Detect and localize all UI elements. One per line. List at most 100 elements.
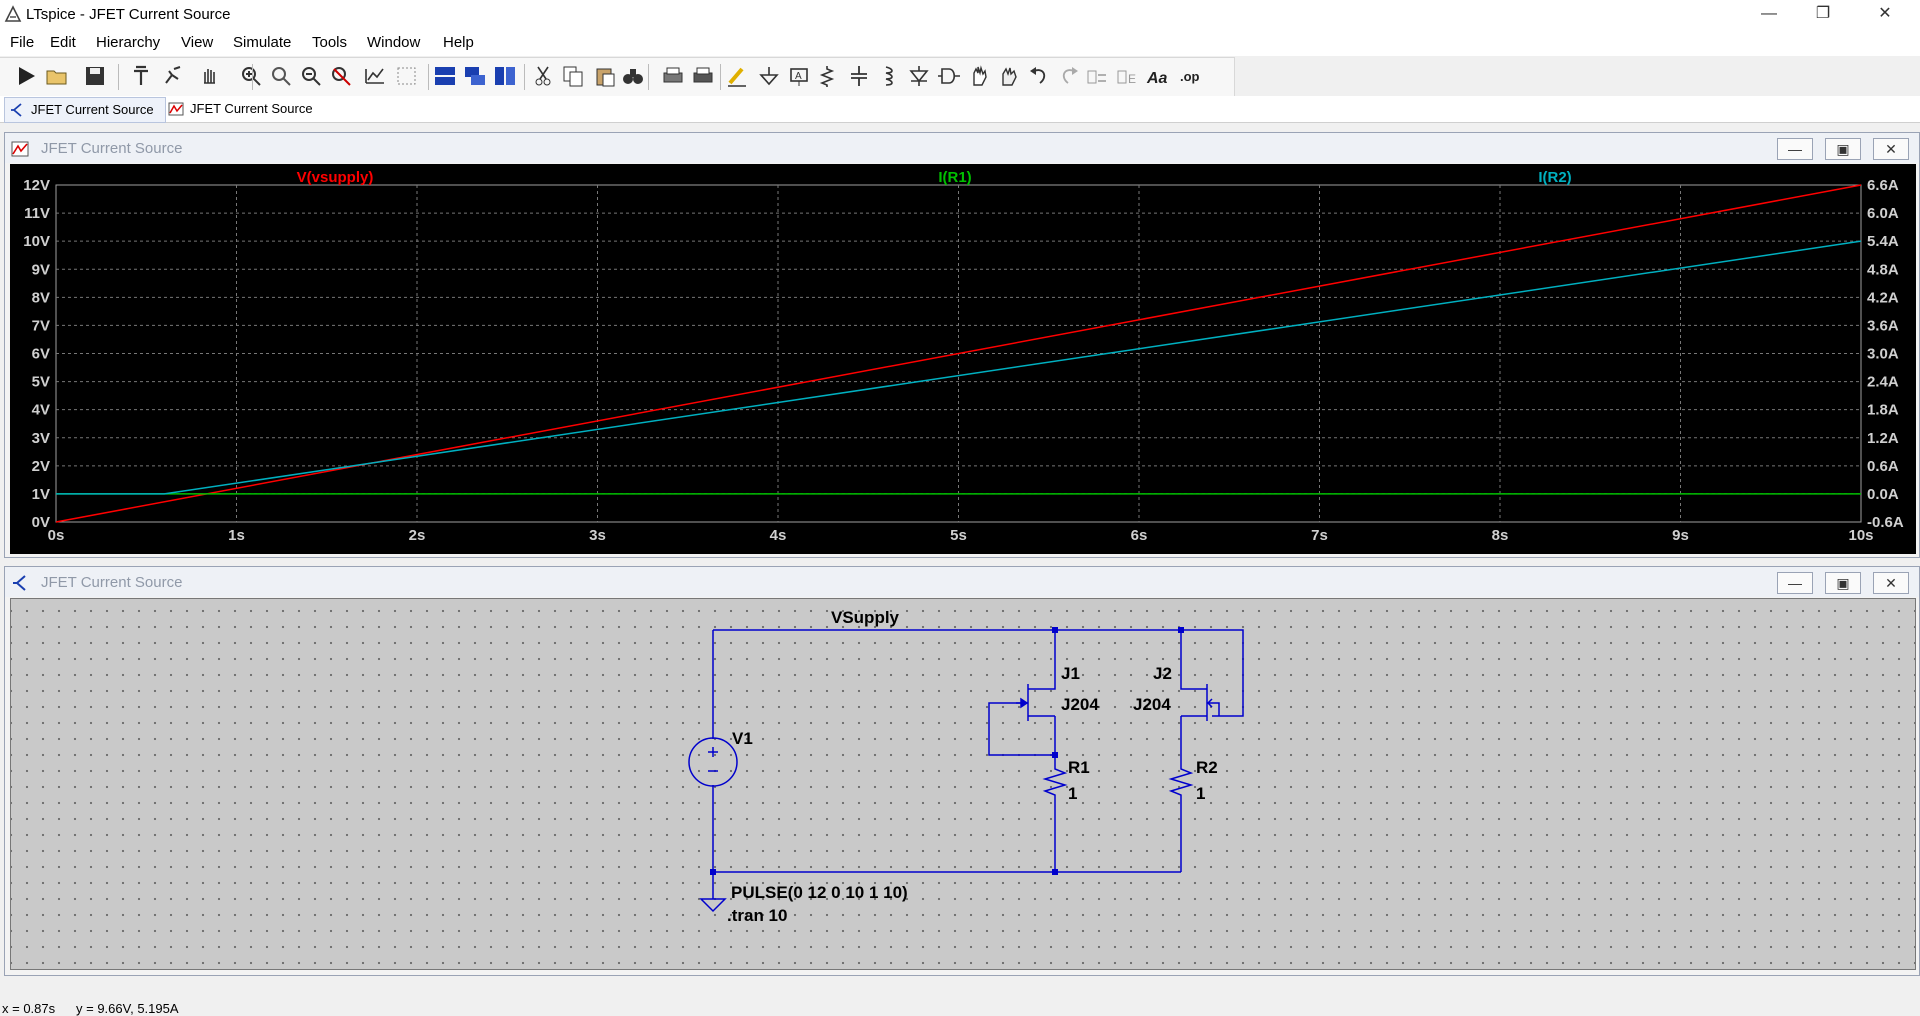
j2-model-label[interactable]: J204 xyxy=(1133,695,1171,714)
autorange-button[interactable] xyxy=(362,63,388,89)
find-button[interactable] xyxy=(620,63,646,89)
menu-simulate[interactable]: Simulate xyxy=(233,34,292,51)
tile-horizontal-button[interactable] xyxy=(432,63,458,89)
plot-minimize-button[interactable]: — xyxy=(1777,138,1813,160)
pan-button[interactable] xyxy=(196,63,222,89)
voltage-source-v1[interactable] xyxy=(688,737,738,787)
resistor-r2[interactable] xyxy=(1168,759,1194,799)
print-button[interactable] xyxy=(660,63,686,89)
spice-directive-button[interactable]: .op xyxy=(1178,63,1204,89)
j1-name-label[interactable]: J1 xyxy=(1061,664,1080,683)
close-button[interactable]: ✕ xyxy=(1878,5,1892,22)
text-button[interactable]: Aa xyxy=(1144,63,1170,89)
legend-i-r2-[interactable]: I(R2) xyxy=(1538,169,1571,186)
svg-text:A: A xyxy=(795,71,802,82)
menu-file[interactable]: File xyxy=(10,34,35,51)
tran-directive[interactable]: .tran 10 xyxy=(727,906,787,925)
r2-value-label[interactable]: 1 xyxy=(1196,784,1205,803)
r1-name-label[interactable]: R1 xyxy=(1068,758,1090,777)
paste-button[interactable] xyxy=(592,63,618,89)
window-title: LTspice - JFET Current Source xyxy=(26,6,231,23)
j2-name-label[interactable]: J2 xyxy=(1153,664,1172,683)
ground-button[interactable] xyxy=(756,63,782,89)
schematic-minimize-button[interactable]: — xyxy=(1777,572,1813,594)
grid-button[interactable] xyxy=(394,63,420,89)
schematic-canvas[interactable]: VSupply V1 J1 J204 J2 J204 R1 1 R2 1 PUL… xyxy=(10,598,1916,970)
y-left-tick-label: 1V xyxy=(32,486,50,503)
v1-value-label[interactable]: PULSE(0 12 0 10 1 10) xyxy=(731,883,908,902)
zoom-out-button[interactable] xyxy=(298,63,324,89)
legend-i-r1-[interactable]: I(R1) xyxy=(938,169,971,186)
zoom-full-button[interactable] xyxy=(268,63,294,89)
inductor-button[interactable] xyxy=(876,63,902,89)
component-button[interactable] xyxy=(936,63,962,89)
zoom-in-button[interactable] xyxy=(238,63,264,89)
minimize-button[interactable]: — xyxy=(1761,5,1777,22)
ground-symbol[interactable] xyxy=(699,898,727,913)
plot-close-button[interactable]: ✕ xyxy=(1873,138,1909,160)
grid-icon xyxy=(397,67,416,85)
svg-text:Aa: Aa xyxy=(1146,70,1168,87)
save-button[interactable] xyxy=(82,63,108,89)
menu-view[interactable]: View xyxy=(181,34,214,51)
tab-schematic[interactable]: JFET Current Source xyxy=(4,97,166,123)
y-left-tick-label: 9V xyxy=(32,261,50,278)
redo-button[interactable] xyxy=(1056,63,1082,89)
status-bar: x = 0.87s y = 9.66V, 5.195A xyxy=(0,1000,1920,1016)
schematic-close-button[interactable]: ✕ xyxy=(1873,572,1909,594)
x-tick-label: 10s xyxy=(1848,527,1873,544)
jfet-j1[interactable] xyxy=(1016,670,1056,721)
toolbar-separator xyxy=(648,64,649,90)
y-left-tick-label: 4V xyxy=(32,402,50,419)
print-setup-button[interactable] xyxy=(690,63,716,89)
move-button[interactable] xyxy=(966,63,992,89)
draw-wire-button[interactable] xyxy=(724,63,750,89)
v1-name-label[interactable]: V1 xyxy=(732,729,753,748)
capacitor-button[interactable] xyxy=(846,63,872,89)
run-icon xyxy=(19,67,35,85)
jfet-j2[interactable] xyxy=(1180,670,1220,721)
menu-help[interactable]: Help xyxy=(443,34,474,51)
schematic-window: JFET Current Source — ▣ ✕ xyxy=(4,566,1920,976)
resistor-r1[interactable] xyxy=(1042,759,1068,799)
undo-button[interactable] xyxy=(1026,63,1052,89)
tile-vertical-button[interactable] xyxy=(492,63,518,89)
menu-hierarchy[interactable]: Hierarchy xyxy=(96,34,161,51)
label-net-button[interactable]: A xyxy=(786,63,812,89)
rotate-button[interactable] xyxy=(1084,63,1110,89)
control-panel-button[interactable] xyxy=(128,63,154,89)
r2-name-label[interactable]: R2 xyxy=(1196,758,1218,777)
cut-button[interactable] xyxy=(530,63,556,89)
zoom-full-icon xyxy=(272,67,291,86)
open-button[interactable] xyxy=(44,63,70,89)
menu-edit[interactable]: Edit xyxy=(50,34,76,51)
control-panel-icon xyxy=(134,65,148,85)
legend-v-vsupply-[interactable]: V(vsupply) xyxy=(297,169,374,186)
tab-waveform[interactable]: JFET Current Source xyxy=(164,97,340,121)
mirror-button[interactable]: E xyxy=(1114,63,1140,89)
cascade-button[interactable] xyxy=(462,63,488,89)
ltspice-logo-icon xyxy=(4,5,22,22)
copy-button[interactable] xyxy=(560,63,586,89)
plot-maximize-button[interactable]: ▣ xyxy=(1825,138,1861,160)
r1-value-label[interactable]: 1 xyxy=(1068,784,1077,803)
menu-window[interactable]: Window xyxy=(367,34,421,51)
schematic-maximize-button[interactable]: ▣ xyxy=(1825,572,1861,594)
diode-button[interactable] xyxy=(906,63,932,89)
zoom-cancel-button[interactable] xyxy=(328,63,354,89)
restore-button[interactable]: ❐ xyxy=(1815,5,1831,22)
run-button[interactable] xyxy=(14,63,40,89)
j1-model-label[interactable]: J204 xyxy=(1061,695,1099,714)
menu-tools[interactable]: Tools xyxy=(312,34,348,51)
document-tabs: JFET Current Source JFET Current Source xyxy=(0,96,1920,123)
halt-button[interactable] xyxy=(160,63,186,89)
cascade-icon xyxy=(465,67,485,85)
tile-horizontal-icon xyxy=(435,67,455,85)
halt-icon xyxy=(165,66,181,84)
resistor-button[interactable] xyxy=(814,63,840,89)
drag-button[interactable] xyxy=(996,63,1022,89)
net-label-vsupply[interactable]: VSupply xyxy=(831,608,900,627)
v1-wires xyxy=(712,630,1181,873)
